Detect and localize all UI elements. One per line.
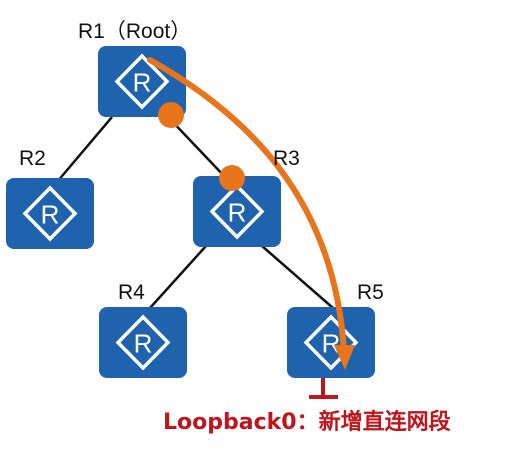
router-r2[interactable]: R (6, 178, 94, 249)
router-r1[interactable]: R (98, 46, 186, 117)
router-icon: R (209, 183, 265, 240)
router-icon: R (303, 314, 359, 371)
links (56, 116, 334, 309)
loopback-annotation: Loopback0：新增直连网段 (163, 410, 451, 435)
router-icon: R (115, 314, 171, 371)
svg-text:R: R (41, 200, 60, 230)
loopback0-marker (309, 378, 338, 399)
router-r3[interactable]: R (193, 176, 281, 247)
svg-text:R: R (228, 198, 247, 228)
marker-dot-r3 (219, 165, 245, 191)
router-label-r2: R2 (19, 147, 46, 170)
router-label-r5: R5 (357, 281, 384, 304)
link-r3-r5 (261, 245, 334, 309)
router-icon: R (22, 185, 78, 242)
link-r1-r2 (56, 116, 113, 183)
update-arrow (147, 57, 355, 370)
router-r4[interactable]: R (99, 307, 187, 378)
marker-dot-r1 (158, 102, 184, 128)
router-label-r3: R3 (273, 147, 300, 170)
svg-text:R: R (134, 329, 153, 359)
router-label-r4: R4 (118, 281, 145, 304)
link-r3-r4 (149, 245, 207, 309)
svg-text:R: R (322, 329, 341, 359)
link-r1-r3 (167, 116, 227, 179)
svg-text:R: R (133, 68, 152, 98)
router-icon: R (114, 53, 170, 110)
router-r5[interactable]: R (287, 307, 375, 378)
router-label-r1: R1（Root） (78, 20, 192, 43)
